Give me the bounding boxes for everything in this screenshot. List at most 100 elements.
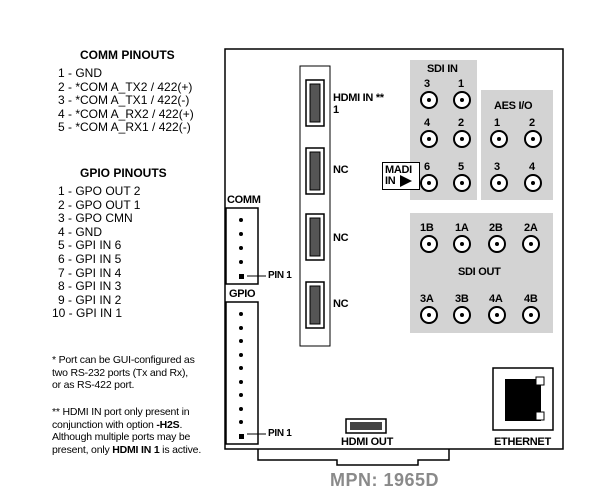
comm-pin: 5 - *COM A_RX1 / 422(-) — [58, 120, 191, 135]
aes-port-label: 1 — [494, 117, 500, 129]
sdi-in-4-connector[interactable] — [420, 130, 438, 148]
sdi-in-3-connector[interactable] — [420, 91, 438, 109]
madi-in-label: IN — [385, 175, 396, 187]
pin-dot — [239, 246, 243, 250]
gpio-pin1-label: PIN 1 — [268, 428, 292, 439]
madi-label: MADI — [385, 164, 412, 176]
comm-pin: 3 - *COM A_TX1 / 422(-) — [58, 93, 190, 108]
sdi-in-port-label: 4 — [424, 117, 430, 129]
footnote-text: is active. — [159, 443, 202, 456]
comm-pinouts-list: 1 - GND 2 - *COM A_TX2 / 422(+) 3 - *COM… — [58, 66, 194, 135]
sdi-in-port-label: 6 — [424, 161, 430, 173]
comm-pin: 1 - GND — [58, 66, 103, 80]
sdi-in-port-label: 3 — [424, 78, 430, 90]
comm-pin: 2 - *COM A_TX2 / 422(+) — [58, 79, 193, 94]
sdi-out-1a-connector[interactable] — [453, 235, 471, 253]
footnote-text: present, only — [52, 443, 113, 456]
sdi-in-5-connector[interactable] — [453, 174, 471, 192]
gpio-pin: 1 - GPO OUT 2 — [58, 184, 141, 198]
gpio-pinouts-list: 1 - GPO OUT 2 2 - GPO OUT 1 3 - GPO CMN … — [52, 184, 141, 321]
hdmi-out-label: HDMI OUT — [341, 436, 393, 448]
sdi-out-port-label: 2A — [524, 222, 538, 234]
sdi-out-2a-connector[interactable] — [522, 235, 540, 253]
sdi-out-port-label: 4A — [489, 293, 503, 305]
aes-port-label: 4 — [529, 161, 535, 173]
nc-label: NC — [333, 164, 349, 176]
sdi-in-port-label: 5 — [458, 161, 464, 173]
sdi-out-port-label: 1B — [420, 222, 434, 234]
sdi-out-port-label: 2B — [489, 222, 503, 234]
aes-1-connector[interactable] — [490, 130, 508, 148]
pin-dot — [239, 339, 243, 343]
sdi-out-3b-connector[interactable] — [453, 306, 471, 324]
pin1-square — [239, 433, 244, 439]
sdi-in-1-connector[interactable] — [453, 91, 471, 109]
sdi-out-4a-connector[interactable] — [488, 306, 506, 324]
sdi-in-port-label: 1 — [458, 78, 464, 90]
gpio-pin: 6 - GPI IN 5 — [58, 251, 122, 266]
gpio-connector-label: GPIO — [229, 288, 256, 300]
footnote-text: conjunction with option — [52, 418, 157, 431]
comm-pinouts-title: COMM PINOUTS — [80, 48, 175, 62]
madi-arrow-icon — [400, 175, 412, 187]
sdi-out-port-label: 1A — [455, 222, 469, 234]
footnote-hdmi: ** HDMI IN port only present in conjunct… — [52, 406, 201, 456]
gpio-pin: 4 - GND — [58, 224, 103, 239]
sdi-in-2-connector[interactable] — [453, 130, 471, 148]
pin-dot — [239, 379, 243, 384]
footnote-line: conjunction with option -H2S. — [52, 419, 201, 432]
footnote-line: * Port can be GUI-configured as — [52, 354, 195, 366]
comm-pin: 4 - *COM A_RX2 / 422(+) — [58, 106, 194, 121]
gpio-pin: 5 - GPI IN 6 — [58, 238, 122, 253]
comm-connector-pins — [239, 218, 245, 279]
pin-dot — [239, 420, 243, 424]
comm-connector-label: COMM — [227, 194, 261, 206]
gpio-connector-pins — [239, 312, 245, 439]
sdi-out-3a-connector[interactable] — [420, 306, 438, 324]
footnote-line: present, only HDMI IN 1 is active. — [52, 444, 201, 457]
sdi-out-port-label: 4B — [524, 293, 538, 305]
footnote-port-config: * Port can be GUI-configured as two RS-2… — [52, 354, 195, 392]
sdi-in-title: SDI IN — [427, 63, 458, 75]
gpio-pin: 8 - GPI IN 3 — [58, 279, 122, 294]
sdi-out-1b-connector[interactable] — [420, 235, 438, 253]
nc-label: NC — [333, 298, 349, 310]
gpio-pinouts-title: GPIO PINOUTS — [80, 166, 167, 180]
aes-port-label: 2 — [529, 117, 535, 129]
comm-pin1-label: PIN 1 — [268, 270, 292, 281]
pin1-square — [239, 274, 244, 279]
sdi-out-4b-connector[interactable] — [522, 306, 540, 324]
nc-label: NC — [333, 232, 349, 244]
gpio-pin: 10 - GPI IN 1 — [52, 306, 123, 321]
sdi-out-port-label: 3A — [420, 293, 434, 305]
pin-dot — [239, 406, 243, 411]
aes-4-connector[interactable] — [524, 174, 542, 192]
pin-dot — [239, 218, 243, 222]
aes-io-title: AES I/O — [494, 100, 533, 112]
mpn-label: MPN: 1965D — [330, 470, 440, 490]
hdmi-in-label: HDMI IN ** — [333, 92, 384, 104]
pin-dot — [239, 260, 243, 264]
pin-dot — [239, 393, 243, 397]
pin-dot — [239, 352, 243, 357]
hdmi-in-number: 1 — [333, 104, 339, 116]
gpio-pin: 9 - GPI IN 2 — [58, 292, 122, 307]
gpio-pin: 2 - GPO OUT 1 — [58, 197, 141, 212]
aes-3-connector[interactable] — [490, 174, 508, 192]
gpio-pin: 3 - GPO CMN — [58, 211, 133, 226]
pin-dot — [239, 312, 243, 316]
aes-port-label: 3 — [494, 161, 500, 173]
pin-dot — [239, 325, 243, 330]
footnote-line: or as RS-422 port. — [52, 379, 135, 391]
gpio-pin: 7 - GPI IN 4 — [58, 265, 122, 280]
sdi-out-2b-connector[interactable] — [488, 235, 506, 253]
footnote-bold-port: HDMI IN 1 — [112, 443, 160, 456]
footnote-line: Although multiple ports may be — [52, 431, 191, 443]
aes-2-connector[interactable] — [524, 130, 542, 148]
sdi-in-port-label: 2 — [458, 117, 464, 129]
sdi-out-port-label: 3B — [455, 293, 469, 305]
sdi-out-title: SDI OUT — [458, 266, 501, 278]
footnote-text: . — [179, 418, 183, 431]
pin-dot — [239, 232, 243, 236]
madi-in-6-connector[interactable] — [420, 174, 438, 192]
